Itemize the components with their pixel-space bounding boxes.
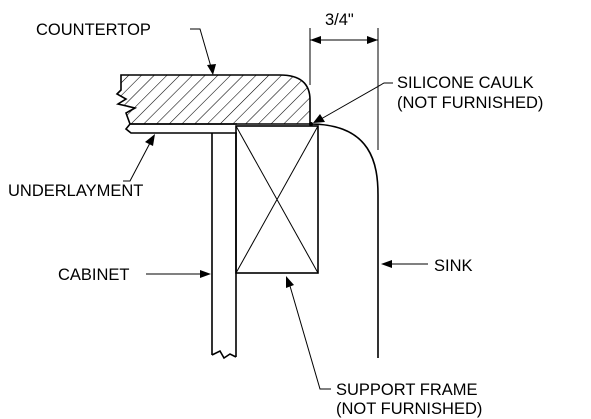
underlayment-shape [124, 123, 237, 134]
sink-label: SINK [434, 257, 473, 275]
caulk-bead [309, 122, 313, 126]
support-frame-label-line2: (NOT FURNISHED) [336, 400, 482, 418]
countertop-label: COUNTERTOP [36, 21, 151, 39]
cabinet-label: CABINET [58, 266, 130, 284]
support-frame-leader [286, 276, 331, 390]
underlayment-leader [123, 134, 155, 182]
dimension-label: 3/4" [325, 11, 354, 29]
cabinet-panel [211, 133, 237, 360]
support-frame-shape [235, 125, 319, 274]
cabinet-leader [146, 270, 211, 278]
silicone-caulk-leader [313, 82, 393, 123]
sink-leader [381, 260, 428, 268]
countertop-leader [190, 28, 216, 75]
support-frame-label-line1: SUPPORT FRAME [336, 381, 478, 399]
dimension-marker: 3/4" [309, 11, 379, 150]
sink-wall [309, 123, 379, 358]
countertop-shape [115, 74, 311, 125]
underlayment-label: UNDERLAYMENT [8, 182, 143, 200]
silicone-caulk-label-line1: SILICONE CAULK [397, 74, 534, 92]
silicone-caulk-label-line2: (NOT FURNISHED) [397, 94, 543, 112]
